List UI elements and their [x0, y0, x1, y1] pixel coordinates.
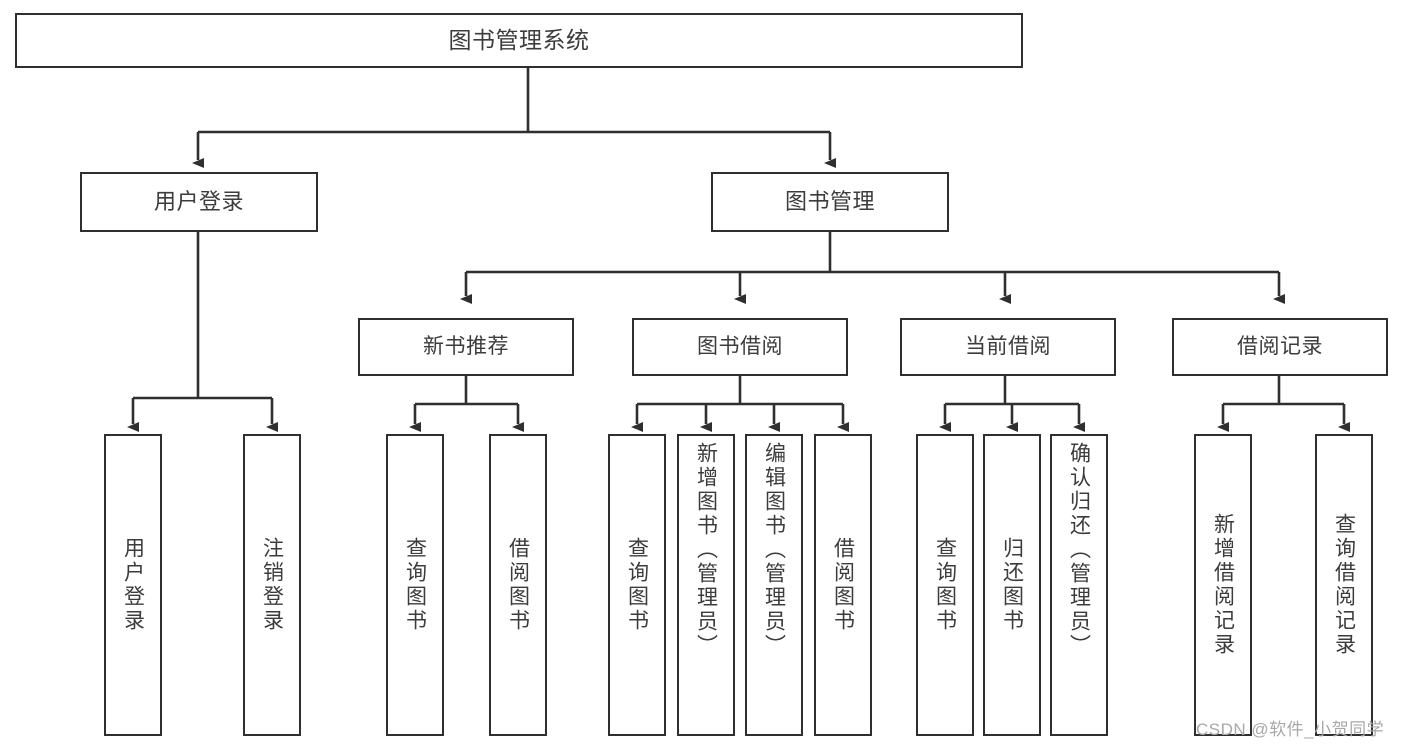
- leaf-user-login[interactable]: 用户登录: [104, 434, 162, 736]
- leaf-query-book-borrow[interactable]: 查询图书: [608, 434, 666, 736]
- leaf-query-book-recommend[interactable]: 查询图书: [386, 434, 444, 736]
- node-root-system[interactable]: 图书管理系统: [15, 13, 1023, 68]
- node-label: 用户登录: [153, 188, 244, 214]
- leaf-label: 用户登录: [121, 537, 145, 633]
- leaf-edit-book-admin[interactable]: 编辑图书（管理员）: [745, 434, 803, 736]
- node-borrow-record[interactable]: 借阅记录: [1172, 318, 1388, 376]
- leaf-add-book-admin[interactable]: 新增图书（管理员）: [677, 434, 735, 736]
- leaf-return-book[interactable]: 归还图书: [983, 434, 1041, 736]
- node-label: 图书管理系统: [448, 26, 590, 53]
- leaf-borrow-book[interactable]: 借阅图书: [814, 434, 872, 736]
- leaf-label: 注销登录: [260, 537, 284, 633]
- leaf-label: 新增借阅记录: [1211, 513, 1235, 657]
- leaf-label: 确认归还（管理员）: [1067, 442, 1091, 658]
- node-book-borrow[interactable]: 图书借阅: [632, 318, 848, 376]
- leaf-label: 查询借阅记录: [1332, 513, 1356, 657]
- leaf-add-borrow-record[interactable]: 新增借阅记录: [1194, 434, 1252, 736]
- watermark-text: CSDN @软件_小贺同学: [1196, 720, 1385, 739]
- leaf-label: 新增图书（管理员）: [694, 442, 718, 658]
- node-current-borrow[interactable]: 当前借阅: [900, 318, 1116, 376]
- node-label: 图书借阅: [697, 335, 783, 359]
- node-label: 图书管理: [784, 188, 875, 214]
- leaf-label: 查询图书: [933, 537, 957, 633]
- leaf-label: 查询图书: [625, 537, 649, 633]
- leaf-confirm-return-admin[interactable]: 确认归还（管理员）: [1050, 434, 1108, 736]
- node-user-login[interactable]: 用户登录: [80, 172, 318, 232]
- node-label: 借阅记录: [1237, 335, 1323, 359]
- leaf-borrow-book-recommend[interactable]: 借阅图书: [489, 434, 547, 736]
- node-label: 当前借阅: [965, 335, 1051, 359]
- leaf-label: 借阅图书: [831, 537, 855, 633]
- leaf-label: 借阅图书: [506, 537, 530, 633]
- leaf-user-logout[interactable]: 注销登录: [243, 434, 301, 736]
- leaf-label: 归还图书: [1000, 537, 1024, 633]
- node-label: 新书推荐: [423, 335, 509, 359]
- leaf-query-book-current[interactable]: 查询图书: [916, 434, 974, 736]
- leaf-label: 查询图书: [403, 537, 427, 633]
- node-new-book-recommend[interactable]: 新书推荐: [358, 318, 574, 376]
- node-book-management[interactable]: 图书管理: [711, 172, 949, 232]
- leaf-query-borrow-record[interactable]: 查询借阅记录: [1315, 434, 1373, 736]
- leaf-label: 编辑图书（管理员）: [762, 442, 786, 658]
